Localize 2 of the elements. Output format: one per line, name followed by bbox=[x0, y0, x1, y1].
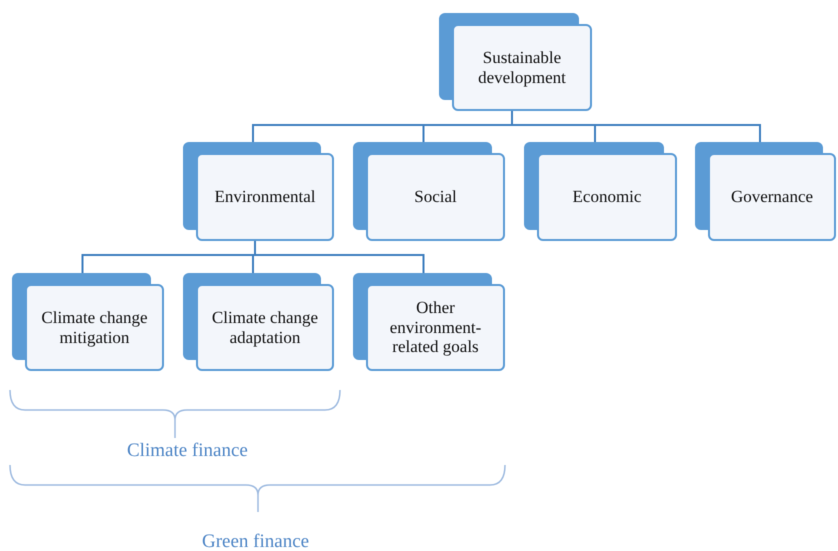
bracket-label: Climate finance bbox=[127, 440, 248, 462]
bracket-label: Green finance bbox=[202, 531, 310, 551]
